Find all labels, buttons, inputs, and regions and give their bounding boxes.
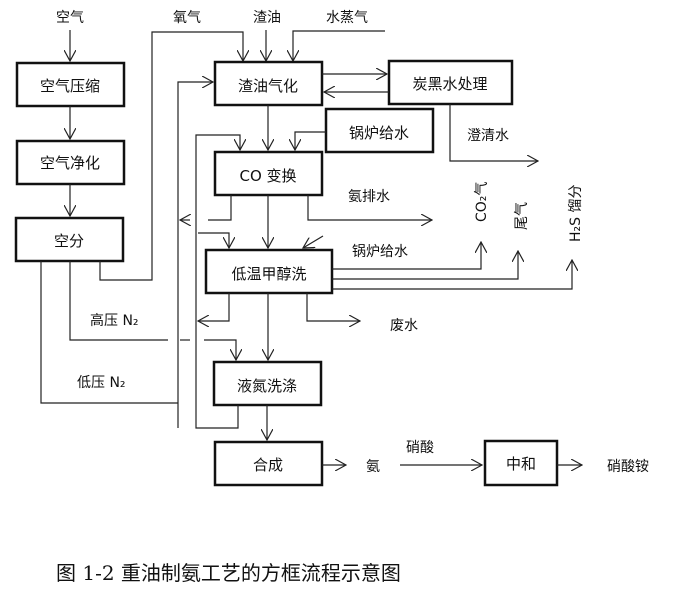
line-low-pressure-n2 <box>40 261 178 404</box>
line-shift-return <box>208 195 232 221</box>
line-high-pressure-n2 <box>69 261 168 341</box>
arrow-co2-gas <box>332 242 481 270</box>
label-co2-gas: CO₂气 <box>474 182 490 222</box>
label-tail-gas: 尾气 <box>514 202 530 230</box>
label-h2s-fraction: H₂S 馏分 <box>568 185 584 242</box>
box-nitrogen-wash-label: 液氮洗涤 <box>237 377 297 395</box>
label-waste-water: 废水 <box>390 318 418 334</box>
box-co-shift-label: CO 变换 <box>239 167 296 185</box>
line-recycle-to-shift <box>195 134 240 330</box>
label-nitric-acid: 硝酸 <box>406 440 434 456</box>
arrow-steam <box>293 30 385 61</box>
box-carbon-black-water-label: 炭黑水处理 <box>412 75 487 93</box>
arrow-waste-water <box>306 293 360 321</box>
box-nitrogen-wash <box>212 360 323 407</box>
box-boiler-feed-water <box>324 107 435 154</box>
line-oxygen <box>99 31 243 281</box>
arrow-clarified-water <box>449 104 538 161</box>
box-air-separation-label: 空分 <box>54 232 84 250</box>
box-air-purify-label: 空气净化 <box>40 154 100 172</box>
box-gasification-label: 渣油气化 <box>238 77 298 95</box>
arrow-boiler-water-to-shift <box>295 131 326 150</box>
box-synthesis <box>213 440 324 487</box>
label-low-pressure-n2: 低压 N₂ <box>77 375 126 391</box>
box-boiler-feed-water-label: 锅炉给水 <box>349 124 409 142</box>
arrow-boiler-water-into-rectisol <box>303 235 324 248</box>
label-ammonia: 氨 <box>366 459 380 475</box>
line-n2wash-return <box>195 330 239 429</box>
label-residual-oil: 渣油 <box>253 10 281 26</box>
label-ammonium-nitrate: 硝酸铵 <box>607 459 649 475</box>
box-co-shift <box>213 150 324 197</box>
arrow-high-pressure-n2 <box>204 339 236 360</box>
label-air: 空气 <box>56 10 84 26</box>
box-synthesis-label: 合成 <box>253 456 283 474</box>
label-clarified-water: 澄清水 <box>467 128 509 144</box>
box-air-separation <box>14 216 125 263</box>
label-ammonia-drain: 氨排水 <box>348 189 390 205</box>
box-gasification <box>213 60 324 107</box>
box-rectisol-label: 低温甲醇洗 <box>231 265 306 283</box>
box-air-compress-label: 空气压缩 <box>40 77 100 95</box>
figure-caption: 图 1-2 重油制氨工艺的方框流程示意图 <box>56 561 401 585</box>
line-recycle-to-gasification <box>177 82 213 428</box>
label-steam: 水蒸气 <box>326 10 368 26</box>
arrow-rectisol-return <box>198 293 230 321</box>
arrow-tail-gas <box>332 251 518 280</box>
label-high-pressure-n2: 高压 N₂ <box>90 312 139 329</box>
label-boiler-feed-water: 锅炉给水 <box>352 244 408 260</box>
box-air-purify <box>15 139 126 186</box>
box-rectisol <box>204 248 334 295</box>
arrow-into-rectisol-left <box>198 232 229 248</box>
arrow-h2s-fraction <box>332 260 572 290</box>
arrow-ammonia-drain <box>307 195 432 220</box>
box-carbon-black-water <box>387 59 514 106</box>
label-oxygen: 氧气 <box>173 10 201 26</box>
box-neutralization-label: 中和 <box>506 455 536 473</box>
box-neutralization <box>483 439 559 487</box>
